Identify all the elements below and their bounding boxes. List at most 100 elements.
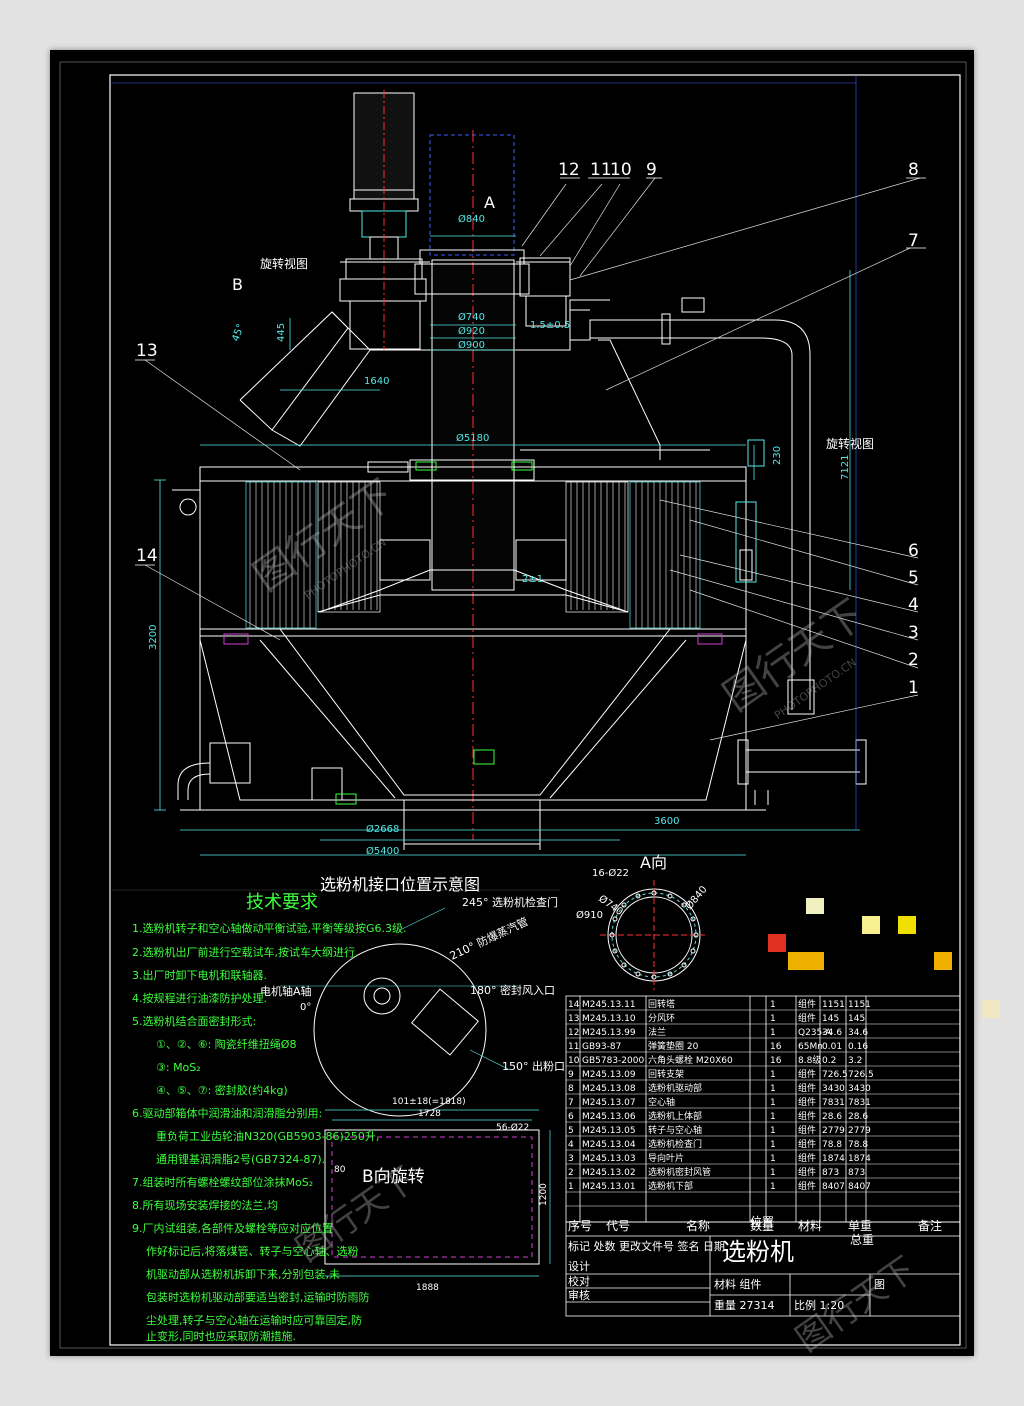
parts-cell-code: M245.13.05 (582, 1126, 636, 1136)
title-block-check: 校对 (568, 1274, 590, 1288)
dim-gap-2: 2±1 (522, 574, 543, 585)
parts-cell-no: 14 (568, 1000, 580, 1010)
part-no-8: 8 (908, 160, 919, 180)
dim-rect-80: 80 (334, 1165, 346, 1175)
parts-cell-code: M245.13.04 (582, 1140, 636, 1150)
parts-cell-w2: 34.6 (848, 1028, 868, 1038)
dim-d900: Ø900 (458, 339, 485, 351)
schematic-label-210: 210° 防爆蒸汽管 (447, 914, 530, 963)
parts-cell-w2: 145 (848, 1014, 865, 1024)
parts-cell-no: 11 (568, 1042, 579, 1052)
dim-3200: 3200 (148, 625, 159, 650)
parts-cell-no: 4 (568, 1140, 574, 1150)
title-block-design: 设计 (568, 1260, 590, 1273)
part-no-12: 12 (558, 160, 580, 180)
parts-cell-w2: 28.6 (848, 1112, 868, 1122)
parts-cell-name: 回转塔 (648, 998, 675, 1010)
tech-req-item-7: 7.组装时所有螺栓螺纹部位涂抹MoS₂ (132, 1175, 313, 1189)
parts-cell-mat: 组件 (798, 1180, 816, 1192)
parts-cell-name: 选粉机检查门 (648, 1138, 702, 1150)
parts-cell-no: 10 (568, 1056, 580, 1066)
parts-cell-w1: 145 (822, 1014, 839, 1024)
parts-cell-no: 2 (568, 1168, 574, 1178)
rotated-view-label-2: 旋转视图 (826, 436, 874, 451)
parts-cell-w1: 3430 (822, 1084, 845, 1094)
parts-cell-mat: 8.8级 (798, 1054, 821, 1066)
dim-d740: Ø740 (458, 311, 485, 323)
schematic-label-0: 0° (300, 1002, 311, 1013)
part-number-labels: 12 11 10 9 8 7 13 14 6 5 4 3 2 1 (136, 160, 919, 698)
parts-cell-name: 选粉机上体部 (648, 1110, 702, 1122)
parts-cell-name: 选粉机下部 (648, 1180, 693, 1192)
dim-flange-holes: 16-Ø22 (592, 867, 629, 879)
parts-cell-w1: 1151 (822, 1000, 845, 1010)
parts-cell-name: 转子与空心轴 (648, 1124, 702, 1136)
schematic-label-150: 150° 出粉口 (502, 1059, 565, 1073)
part-no-9: 9 (646, 160, 657, 180)
parts-cell-code: M245.13.06 (582, 1112, 636, 1122)
parts-cell-w1: 2779 (822, 1126, 845, 1136)
parts-cell-code: M245.13.10 (582, 1014, 636, 1024)
title-block-material: 材料 组件 (714, 1277, 762, 1291)
parts-cell-w2: 7831 (848, 1098, 871, 1108)
schematic-label-180: 180° 密封风入口 (470, 983, 555, 997)
tech-req-list: 1.选粉机转子和空心轴做动平衡试验,平衡等级按G6.3级. 2.选粉机出厂前进行… (132, 921, 407, 1343)
parts-cell-qty: 1 (770, 1126, 776, 1136)
part-no-6: 6 (908, 541, 919, 561)
title-block-title: 选粉机 (722, 1238, 794, 1266)
parts-header-mat: 材料 (798, 1219, 822, 1233)
parts-cell-code: M245.13.01 (582, 1182, 636, 1192)
parts-cell-code: M245.13.99 (582, 1028, 636, 1038)
parts-cell-qty: 1 (770, 1084, 776, 1094)
tech-req-item-9: 9.厂内试组装,各部件及螺栓等应对应位置 (132, 1221, 333, 1235)
tech-req-item-9c: 包装时选粉机驱动部要适当密封,运输时防雨防 (146, 1290, 370, 1304)
tech-req-item-9b: 机驱动部从选粉机拆卸下来,分别包装,未 (146, 1267, 340, 1281)
part-no-3: 3 (908, 623, 919, 643)
tech-req-item-2: 2.选粉机出厂前进行空载试车,按试车大纲进行. (132, 945, 359, 959)
dim-rect-1888: 1888 (416, 1283, 439, 1293)
parts-header-position: 位置 (750, 1214, 774, 1229)
tech-req-item-1: 1.选粉机转子和空心轴做动平衡试验,平衡等级按G6.3级. (132, 921, 407, 935)
parts-cell-mat: 组件 (798, 1124, 816, 1136)
parts-cell-w1: 0.01 (822, 1042, 842, 1052)
parts-cell-w1: 0.2 (822, 1056, 836, 1066)
parts-header-w1: 单重 (848, 1219, 872, 1233)
tech-req-item-9e: 止变形,同时也应采取防潮措施. (146, 1329, 296, 1343)
parts-cell-mat: 组件 (798, 1110, 816, 1122)
parts-cell-w2: 726.5 (848, 1070, 874, 1080)
parts-header-no: 序号 (568, 1218, 592, 1233)
parts-cell-w2: 1151 (848, 1000, 871, 1010)
parts-cell-w1: 8407 (822, 1182, 845, 1192)
parts-cell-w1: 873 (822, 1168, 839, 1178)
parts-cell-qty: 1 (770, 1182, 776, 1192)
drawing-sheet: 12 11 10 9 8 7 13 14 6 5 4 3 2 1 A B 旋转视… (50, 50, 974, 1356)
parts-cell-code: M245.13.09 (582, 1070, 636, 1080)
leader-lines (144, 177, 921, 741)
part-no-5: 5 (908, 568, 919, 588)
parts-cell-no: 7 (568, 1098, 574, 1108)
parts-cell-qty: 1 (770, 1140, 776, 1150)
parts-cell-mat: 65Mn (798, 1042, 823, 1052)
swatch-4 (768, 934, 786, 952)
title-block-scale: 比例 1:20 (794, 1298, 844, 1312)
parts-cell-w1: 7831 (822, 1098, 845, 1108)
swatch-7 (982, 1000, 1000, 1018)
swatch-3 (898, 916, 916, 934)
main-assembly (110, 75, 926, 856)
parts-cell-no: 9 (568, 1070, 574, 1080)
dim-flange-d910: Ø910 (576, 909, 603, 921)
dim-d920: Ø920 (458, 325, 485, 337)
parts-cell-name: 选粉机密封风管 (648, 1166, 711, 1178)
guide-vanes-right (629, 481, 701, 629)
dim-7121: 7121 (840, 455, 851, 480)
tech-req-item-6: 6.驱动部箱体中润滑油和润滑脂分别用: (132, 1106, 322, 1120)
schematic-label-motor-axis: 电机轴A轴 (260, 984, 312, 998)
parts-cell-qty: 16 (770, 1056, 782, 1066)
title-block-sheet: 图 (874, 1278, 885, 1291)
dim-230: 230 (772, 446, 783, 465)
parts-cell-qty: 1 (770, 1028, 776, 1038)
tech-req-item-4: 4.按规程进行油漆防护处理. (132, 991, 267, 1005)
title-block-weight: 重量 27314 (714, 1298, 775, 1312)
parts-cell-code: M245.13.07 (582, 1098, 636, 1108)
parts-cell-no: 5 (568, 1126, 574, 1136)
